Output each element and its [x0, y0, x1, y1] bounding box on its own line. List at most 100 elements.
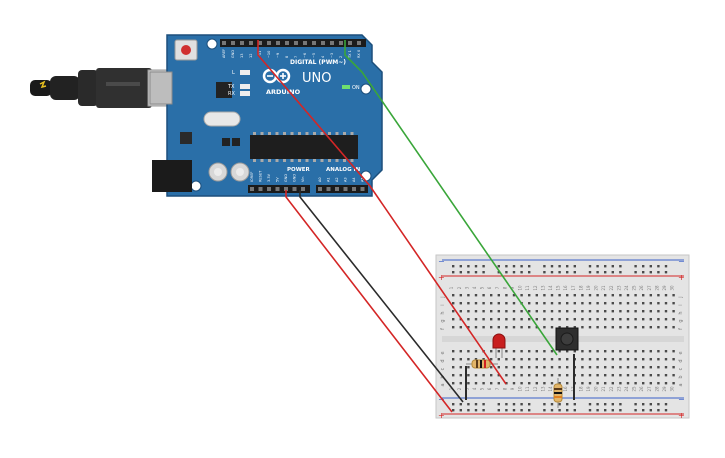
breadboard-hole[interactable] [604, 302, 607, 305]
breadboard-hole[interactable] [611, 326, 614, 329]
breadboard-hole[interactable] [467, 294, 470, 297]
rail-hole[interactable] [550, 271, 554, 274]
breadboard-hole[interactable] [550, 374, 554, 377]
rail-hole[interactable] [520, 403, 523, 406]
breadboard-hole[interactable] [604, 382, 607, 385]
rail-hole[interactable] [482, 403, 485, 406]
rail-hole[interactable] [467, 265, 470, 268]
breadboard-hole[interactable] [626, 294, 630, 297]
rail-hole[interactable] [634, 271, 637, 274]
breadboard-hole[interactable] [657, 318, 660, 321]
rail-hole[interactable] [573, 265, 576, 268]
analog-header[interactable] [316, 185, 368, 193]
breadboard-hole[interactable] [550, 326, 554, 329]
breadboard-hole[interactable] [672, 310, 675, 313]
rail-hole[interactable] [611, 403, 614, 406]
breadboard-hole[interactable] [626, 350, 630, 353]
rail-hole[interactable] [520, 271, 523, 274]
header-pin[interactable] [258, 41, 262, 45]
breadboard-hole[interactable] [573, 326, 576, 329]
breadboard-hole[interactable] [566, 382, 569, 385]
breadboard-hole[interactable] [474, 302, 478, 305]
breadboard-hole[interactable] [642, 350, 645, 353]
breadboard-hole[interactable] [543, 302, 546, 305]
header-pin[interactable] [357, 41, 361, 45]
breadboard-hole[interactable] [664, 350, 668, 353]
rail-hole[interactable] [664, 265, 668, 268]
breadboard-hole[interactable] [558, 374, 561, 377]
breadboard-hole[interactable] [649, 350, 652, 353]
breadboard-hole[interactable] [474, 382, 478, 385]
breadboard-hole[interactable] [505, 366, 508, 369]
breadboard-hole[interactable] [588, 318, 592, 321]
rail-hole[interactable] [604, 403, 607, 406]
rail-hole[interactable] [505, 409, 508, 412]
breadboard-hole[interactable] [535, 366, 538, 369]
header-pin[interactable] [352, 187, 356, 191]
breadboard-hole[interactable] [596, 318, 599, 321]
breadboard-hole[interactable] [634, 374, 637, 377]
header-pin[interactable] [326, 187, 331, 191]
breadboard-hole[interactable] [512, 310, 516, 313]
breadboard-hole[interactable] [566, 302, 569, 305]
rail-hole[interactable] [604, 271, 607, 274]
rail-hole[interactable] [512, 271, 516, 274]
header-pin[interactable] [267, 41, 271, 45]
breadboard-hole[interactable] [657, 326, 660, 329]
breadboard-hole[interactable] [588, 294, 592, 297]
rail-hole[interactable] [664, 271, 668, 274]
breadboard-hole[interactable] [550, 350, 554, 353]
rail-hole[interactable] [558, 403, 561, 406]
breadboard-hole[interactable] [642, 310, 645, 313]
breadboard-hole[interactable] [505, 310, 508, 313]
breadboard-hole[interactable] [604, 310, 607, 313]
breadboard-hole[interactable] [664, 366, 668, 369]
breadboard-hole[interactable] [604, 366, 607, 369]
breadboard-hole[interactable] [467, 318, 470, 321]
breadboard-hole[interactable] [634, 350, 637, 353]
header-pin[interactable] [339, 41, 343, 45]
rail-hole[interactable] [512, 403, 516, 406]
breadboard-hole[interactable] [452, 366, 455, 369]
breadboard-hole[interactable] [512, 374, 516, 377]
breadboard-hole[interactable] [490, 302, 493, 305]
rail-hole[interactable] [528, 403, 531, 406]
breadboard-hole[interactable] [535, 358, 538, 361]
rail-hole[interactable] [596, 403, 599, 406]
breadboard-hole[interactable] [588, 358, 592, 361]
breadboard-hole[interactable] [452, 326, 455, 329]
breadboard-hole[interactable] [520, 374, 523, 377]
rail-hole[interactable] [566, 409, 569, 412]
breadboard-hole[interactable] [573, 318, 576, 321]
breadboard-hole[interactable] [505, 302, 508, 305]
breadboard-hole[interactable] [642, 366, 645, 369]
breadboard-hole[interactable] [543, 366, 546, 369]
rail-hole[interactable] [474, 271, 478, 274]
breadboard-hole[interactable] [573, 294, 576, 297]
breadboard-hole[interactable] [459, 294, 462, 297]
breadboard-hole[interactable] [664, 382, 668, 385]
breadboard-hole[interactable] [543, 350, 546, 353]
breadboard-hole[interactable] [497, 366, 500, 369]
breadboard-hole[interactable] [520, 382, 523, 385]
breadboard-hole[interactable] [459, 366, 462, 369]
breadboard-hole[interactable] [634, 358, 637, 361]
header-pin[interactable] [276, 41, 280, 45]
breadboard-hole[interactable] [581, 326, 584, 329]
breadboard-hole[interactable] [642, 318, 645, 321]
breadboard-hole[interactable] [626, 374, 630, 377]
breadboard-hole[interactable] [459, 350, 462, 353]
breadboard-hole[interactable] [490, 310, 493, 313]
breadboard-hole[interactable] [573, 310, 576, 313]
header-pin[interactable] [301, 187, 305, 191]
breadboard-hole[interactable] [558, 302, 561, 305]
breadboard-hole[interactable] [550, 366, 554, 369]
reset-button-cap[interactable] [181, 45, 191, 55]
wire-5v-to-rail[interactable] [285, 190, 453, 413]
breadboard-hole[interactable] [482, 310, 485, 313]
rail-hole[interactable] [512, 409, 516, 412]
breadboard-hole[interactable] [482, 382, 485, 385]
breadboard-hole[interactable] [452, 318, 455, 321]
breadboard-hole[interactable] [558, 294, 561, 297]
header-pin[interactable] [335, 187, 339, 191]
